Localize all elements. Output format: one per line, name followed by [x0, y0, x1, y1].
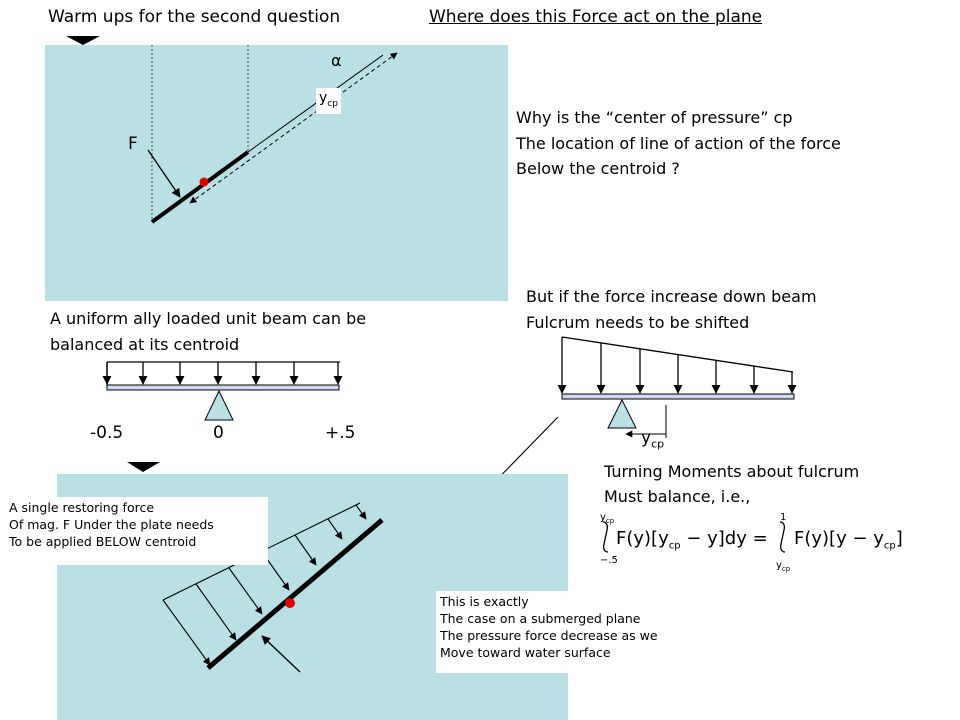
why-line-2: The location of line of action of the fo… [516, 134, 841, 153]
bottom-centroid-dot [285, 598, 295, 608]
ycp-label-sub: cp [327, 98, 338, 109]
uniform-beam [106, 384, 340, 391]
beam-label-left: -0.5 [90, 423, 124, 443]
exact-line-3: The pressure force decrease as we [440, 628, 658, 643]
restoring-force-arrow [261, 635, 301, 673]
restoring-line-1: A single restoring force [9, 500, 155, 515]
lhs-upper: y [600, 512, 606, 523]
rhs-lower-sub: cp [781, 565, 791, 573]
lhs-upper-sub: cp [605, 517, 615, 525]
moments-line-1: Turning Moments about fulcrum [604, 462, 860, 481]
rhs-integrand-main: F(y)[y − y [794, 528, 884, 549]
rhs-lower-limit: ycp [776, 560, 790, 573]
increasing-beam [561, 393, 795, 400]
rhs-lower: y [776, 560, 782, 571]
rhs-upper-limit: 1 [780, 512, 787, 523]
moments-line-2: Must balance, i.e., [604, 487, 751, 506]
warmup-title: Warm ups for the second question [48, 7, 341, 27]
lhs-upper-limit: ycp [600, 512, 614, 525]
beam2-ycp: y [641, 428, 652, 448]
beam2-ycp-label: ycp [641, 428, 664, 450]
uniform-line-2: balanced at its centroid [50, 335, 240, 354]
rhs-integrand-tail: ] [895, 528, 903, 549]
lhs-lower-limit: −.5 [600, 555, 618, 566]
lhs-integrand-main: F(y)[y [616, 528, 669, 549]
ycp-label: y [319, 90, 328, 106]
rhs-integrand-sub: cp [883, 540, 896, 552]
bottom-surface-marker [127, 462, 160, 472]
uniform-line-1: A uniform ally loaded unit beam can be [50, 309, 367, 328]
why-line-1: Why is the “center of pressure” cp [516, 108, 793, 127]
restoring-line-3: To be applied BELOW centroid [9, 534, 197, 549]
lhs-integrand-tail: − y]dy = [680, 528, 768, 549]
top-surface-marker [66, 36, 100, 45]
increase-line-1: But if the force increase down beam [526, 287, 817, 306]
top-water-panel [45, 45, 508, 301]
formula-symbols [602, 521, 786, 553]
force-label: F [128, 134, 138, 154]
ycp-label-box: ycp [316, 88, 341, 114]
lhs-integrand-sub: cp [668, 540, 681, 552]
exact-line-2: The case on a submerged plane [440, 611, 641, 626]
bottom-submerged-plate [206, 518, 384, 670]
top-ycp-dimension [189, 52, 398, 204]
beam2-ycp-sub: cp [651, 437, 665, 451]
increasing-beam-group [557, 336, 797, 438]
uniform-beam-group [102, 361, 343, 421]
beam-label-right: +.5 [325, 423, 356, 443]
restoring-note: A single restoring force Of mag. F Under… [5, 497, 268, 565]
top-centroid-dot [199, 177, 209, 187]
rhs-integrand: F(y)[y − ycp] [794, 528, 903, 552]
exact-line-4: Move toward water surface [440, 645, 611, 660]
restoring-line-2: Of mag. F Under the plate needs [9, 517, 214, 532]
lhs-integrand: F(y)[ycp − y]dy = [616, 528, 768, 552]
alpha-label: α [331, 51, 342, 70]
uniform-fulcrum [204, 389, 234, 421]
exact-line-1: This is exactly [440, 594, 529, 609]
exact-note: This is exactly The case on a submerged … [436, 591, 716, 673]
shifted-fulcrum [607, 398, 637, 429]
beam-label-center: 0 [213, 423, 224, 443]
increase-line-2: Fulcrum needs to be shifted [526, 313, 750, 332]
where-title: Where does this Force act on the plane [429, 7, 763, 27]
why-line-3: Below the centroid ? [516, 159, 680, 178]
top-force-arrow [147, 149, 181, 198]
